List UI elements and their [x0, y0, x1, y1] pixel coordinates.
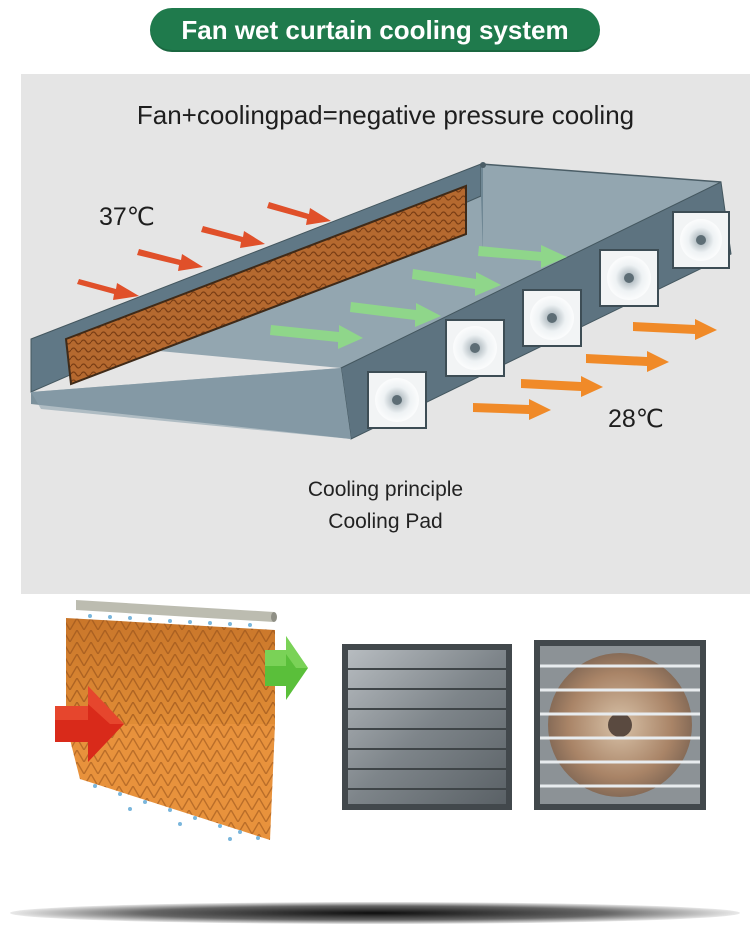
- greenhouse-end-wall: [481, 164, 483, 254]
- exhaust-fan-open: [534, 640, 706, 810]
- page-title: Fan wet curtain cooling system: [181, 14, 569, 45]
- title-banner: Fan wet curtain cooling system: [150, 8, 600, 52]
- outlet-air-arrows: [473, 319, 717, 420]
- fan-3: [522, 289, 582, 347]
- product-photos: [0, 594, 750, 932]
- fan-4: [599, 249, 659, 307]
- caption-cooling-principle: Cooling principle: [307, 478, 464, 501]
- out-arrow-1: [473, 399, 551, 420]
- cool-arrow-4: [478, 245, 567, 268]
- fan-1: [367, 371, 427, 429]
- cool-air-arrow: [265, 636, 308, 700]
- hot-arrow-1: [77, 279, 139, 300]
- diagram-heading: Fan+coolingpad=negative pressure cooling: [136, 100, 635, 130]
- fan-2: [445, 319, 505, 377]
- cool-arrow-1: [270, 325, 363, 349]
- hot-arrow-4: [267, 202, 331, 225]
- cooling-diagram-panel: Fan+coolingpad=negative pressure cooling…: [21, 74, 750, 594]
- greenhouse-diagram: [30, 162, 732, 440]
- out-arrow-3: [586, 351, 669, 372]
- bottom-shadow: [10, 902, 740, 924]
- product-illustration: [55, 600, 706, 841]
- water-drops-bottom: [93, 784, 260, 841]
- cool-arrow-2: [350, 302, 441, 327]
- hot-air-arrows: [77, 202, 331, 300]
- out-arrow-4: [633, 319, 717, 340]
- hot-air-arrow: [55, 686, 124, 762]
- out-arrow-2: [521, 376, 603, 397]
- hot-arrow-2: [137, 249, 203, 271]
- hot-arrow-3: [201, 226, 265, 248]
- fan-5: [672, 211, 730, 269]
- caption-cooling-pad: Cooling Pad: [328, 510, 443, 533]
- outlet-temperature: 28℃: [608, 405, 664, 433]
- cooling-pad-block: [66, 618, 275, 840]
- inlet-temperature: 37℃: [99, 203, 155, 231]
- cool-air-arrows: [270, 245, 567, 349]
- water-pipe: [76, 600, 277, 622]
- water-drops-top: [88, 614, 252, 627]
- cooling-pad: [64, 184, 467, 386]
- exhaust-fan-closed: [342, 644, 512, 810]
- cool-arrow-3: [412, 269, 501, 296]
